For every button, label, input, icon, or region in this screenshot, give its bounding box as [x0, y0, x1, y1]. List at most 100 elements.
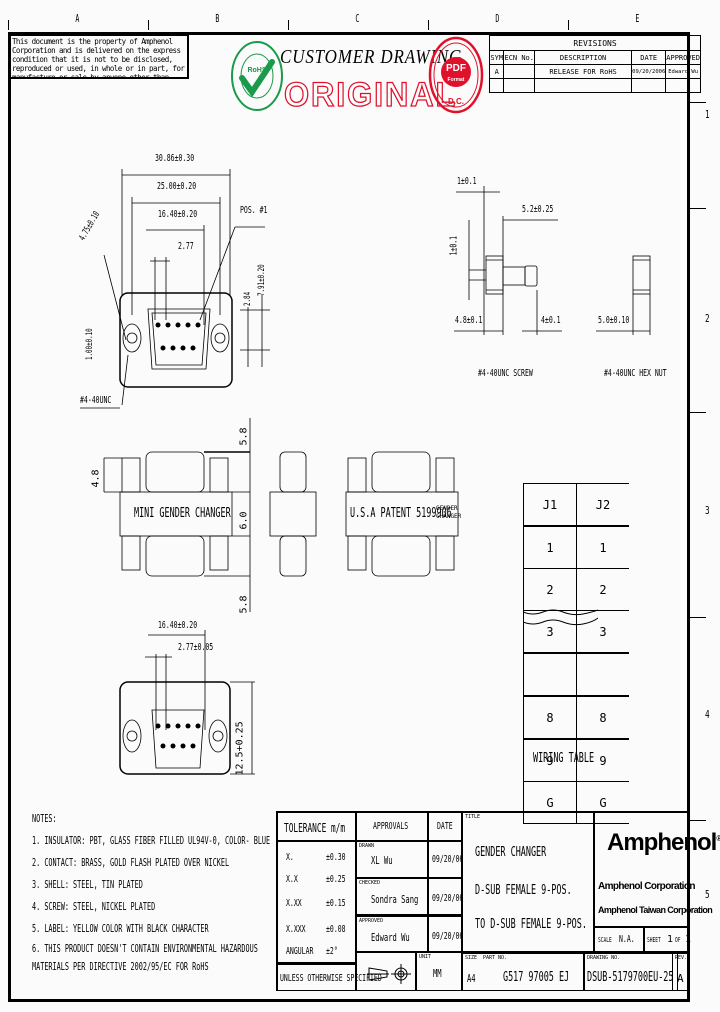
unit-cell: UNIT MM [416, 952, 462, 991]
revisions-title: REVISIONS [489, 35, 701, 51]
title-line: GENDER CHANGER [475, 845, 547, 860]
row-tick [690, 208, 706, 209]
break-gap [576, 653, 629, 697]
screw-label: #4-40UNC SCREW [478, 368, 533, 379]
dim-flange-height: 1.00±0.10 [85, 328, 95, 360]
zone-label: E [635, 12, 640, 25]
drawing-number-label: DRAWING NO. [587, 955, 621, 961]
tol-key: X. [286, 852, 294, 863]
note-item: 5. LABEL: YELLOW COLOR WITH BLACK CHARAC… [32, 922, 209, 935]
unit-label: UNIT [419, 954, 432, 960]
tol-value: ±2° [326, 946, 338, 957]
approval-drawn-date-cell: 09/20/06 [428, 841, 463, 878]
wiring-cell: 2 [576, 568, 629, 611]
rev-ecn [503, 64, 535, 79]
dim-middle: 6.0 [238, 511, 250, 530]
dim-head-width: 4.8±0.1 [455, 315, 483, 326]
registered-mark: ® [716, 834, 720, 843]
rev-sym: A [488, 64, 505, 79]
approval-approved: APPROVED Edward Wu [356, 915, 428, 952]
size-value: A4 [467, 972, 476, 985]
title-label: TITLE [465, 814, 481, 820]
rev-approved: Edward Wu [665, 64, 701, 79]
rear-view-drawing [119, 630, 255, 775]
rev-cell: REV. A [672, 952, 690, 991]
pdf-stamp: PDF Format D.C. [428, 36, 484, 114]
of-label: OF [675, 936, 681, 944]
approval-role: DRAWN [359, 843, 375, 849]
dim-height: 7.91±0.20 [257, 264, 267, 296]
approval-role: CHECKED [359, 880, 381, 886]
drawing-border [8, 32, 690, 1002]
side-views: MINI GENDER CHANGER U.S.A PATENT 5199906… [70, 410, 470, 620]
projection-cell [356, 952, 416, 991]
rev-label: REV. [675, 955, 688, 961]
dim-pitch: 2.77 [178, 241, 194, 252]
nut-label: #4-40UNC HEX NUT [604, 368, 667, 379]
part-number: G517 97005 EJ [503, 970, 570, 985]
tol-key: X.X [286, 874, 298, 885]
approval-role: APPROVED [359, 918, 384, 924]
front-view-drawing [80, 169, 270, 409]
notes-heading: NOTES: [32, 812, 57, 825]
approval-name: Edward Wu [371, 931, 410, 944]
zone-tick [148, 20, 149, 30]
zone-label: B [215, 12, 220, 25]
sheet-value: 1 [667, 934, 674, 945]
dim-nut-width: 5.0±0.10 [598, 315, 630, 326]
dim-pin-row: 16.40±0.20 [158, 209, 198, 220]
note-item: 6. THIS PRODUCT DOESN'T CONTAIN ENVIRONM… [32, 942, 258, 955]
date-heading: DATE [437, 821, 453, 832]
unit-value: MM [433, 967, 442, 980]
tol-value: ±0.30 [326, 852, 346, 863]
dim-thread-len: 5.2±0.25 [522, 204, 554, 215]
tolerance-heading: TOLERANCE m/m [284, 821, 346, 835]
approval-checked-date-cell: 09/20/06 [428, 878, 463, 915]
screw-detail-drawing [454, 186, 651, 335]
rev-date: 09/20/2006 [631, 64, 667, 79]
tolerance-footer: UNLESS OTHERWISE SPECIFIED [280, 973, 382, 984]
wiring-table-title: WIRING TABLE [533, 751, 595, 766]
patent-label: U.S.A PATENT 5199906 [350, 506, 452, 521]
size-label: SIZE [465, 955, 478, 961]
rev-col-sym: SYM [488, 50, 505, 65]
tol-key: X.XXX [286, 924, 306, 935]
screw-detail: 1±0.1 5.2±0.25 1±0.1 4.8±0.1 4±0.1 5.0±0… [440, 160, 700, 390]
table-break-icon [523, 609, 598, 626]
rear-dim-height: 12.5+0.25 [234, 721, 246, 776]
rev-col-date: DATE [631, 50, 667, 65]
row-tick [690, 820, 706, 821]
rohs-seal-icon: RoHS [231, 41, 283, 111]
rev-col-approved: APPROVED [665, 50, 701, 65]
zone-tick [428, 20, 429, 30]
approvals-heading-cell: APPROVALS [356, 811, 428, 841]
zone-label: D [495, 12, 500, 25]
svg-text:RoHS: RoHS [247, 67, 266, 74]
dim-mount-holes: 25.00±0.20 [157, 181, 197, 192]
tolerance-values: X. ±0.30 X.X ±0.25 X.XX ±0.15 X.XXX ±0.0… [276, 841, 356, 963]
sheets-total: 1 [685, 934, 692, 945]
approval-approved-date-cell: 09/20/06 [428, 915, 463, 952]
zone-tick [568, 20, 569, 30]
front-view: 30.86±0.30 25.00±0.20 16.40±0.20 2.77 PO… [60, 145, 300, 420]
rev-col-description: DESCRIPTION [533, 50, 633, 65]
screw-thread-label: #4-40UNC [80, 395, 112, 406]
scale-cell: SCALE N.A. [594, 927, 644, 952]
approval-checked: CHECKED Sondra Sang [356, 878, 428, 915]
wiring-header-j1: J1 [523, 483, 577, 527]
dim-head-thk: 1±0.1 [457, 176, 477, 187]
part-label: PART NO. [483, 955, 508, 961]
wiring-cell: 9 [523, 738, 577, 782]
note-item: 2. CONTACT: BRASS, GOLD FLASH PLATED OVE… [32, 856, 230, 869]
company-line-2: Amphenol Taiwan Corporation [598, 905, 713, 915]
gender-changer-mark: GENDER CHANGER [436, 505, 462, 520]
row-tick [690, 617, 706, 618]
wiring-cell: 8 [523, 695, 577, 740]
customer-drawing-title: CUSTOMER DRAWING [280, 46, 463, 68]
pdf-seal-icon: PDF Format D.C. [428, 36, 484, 114]
svg-text:PDF: PDF [446, 63, 466, 74]
wiring-header-j2: J2 [576, 483, 629, 527]
part-cell: SIZE PART NO. A4 G517 97005 EJ [462, 952, 584, 991]
approval-drawn: DRAWN XL Wu [356, 841, 428, 878]
zone-tick [288, 20, 289, 30]
